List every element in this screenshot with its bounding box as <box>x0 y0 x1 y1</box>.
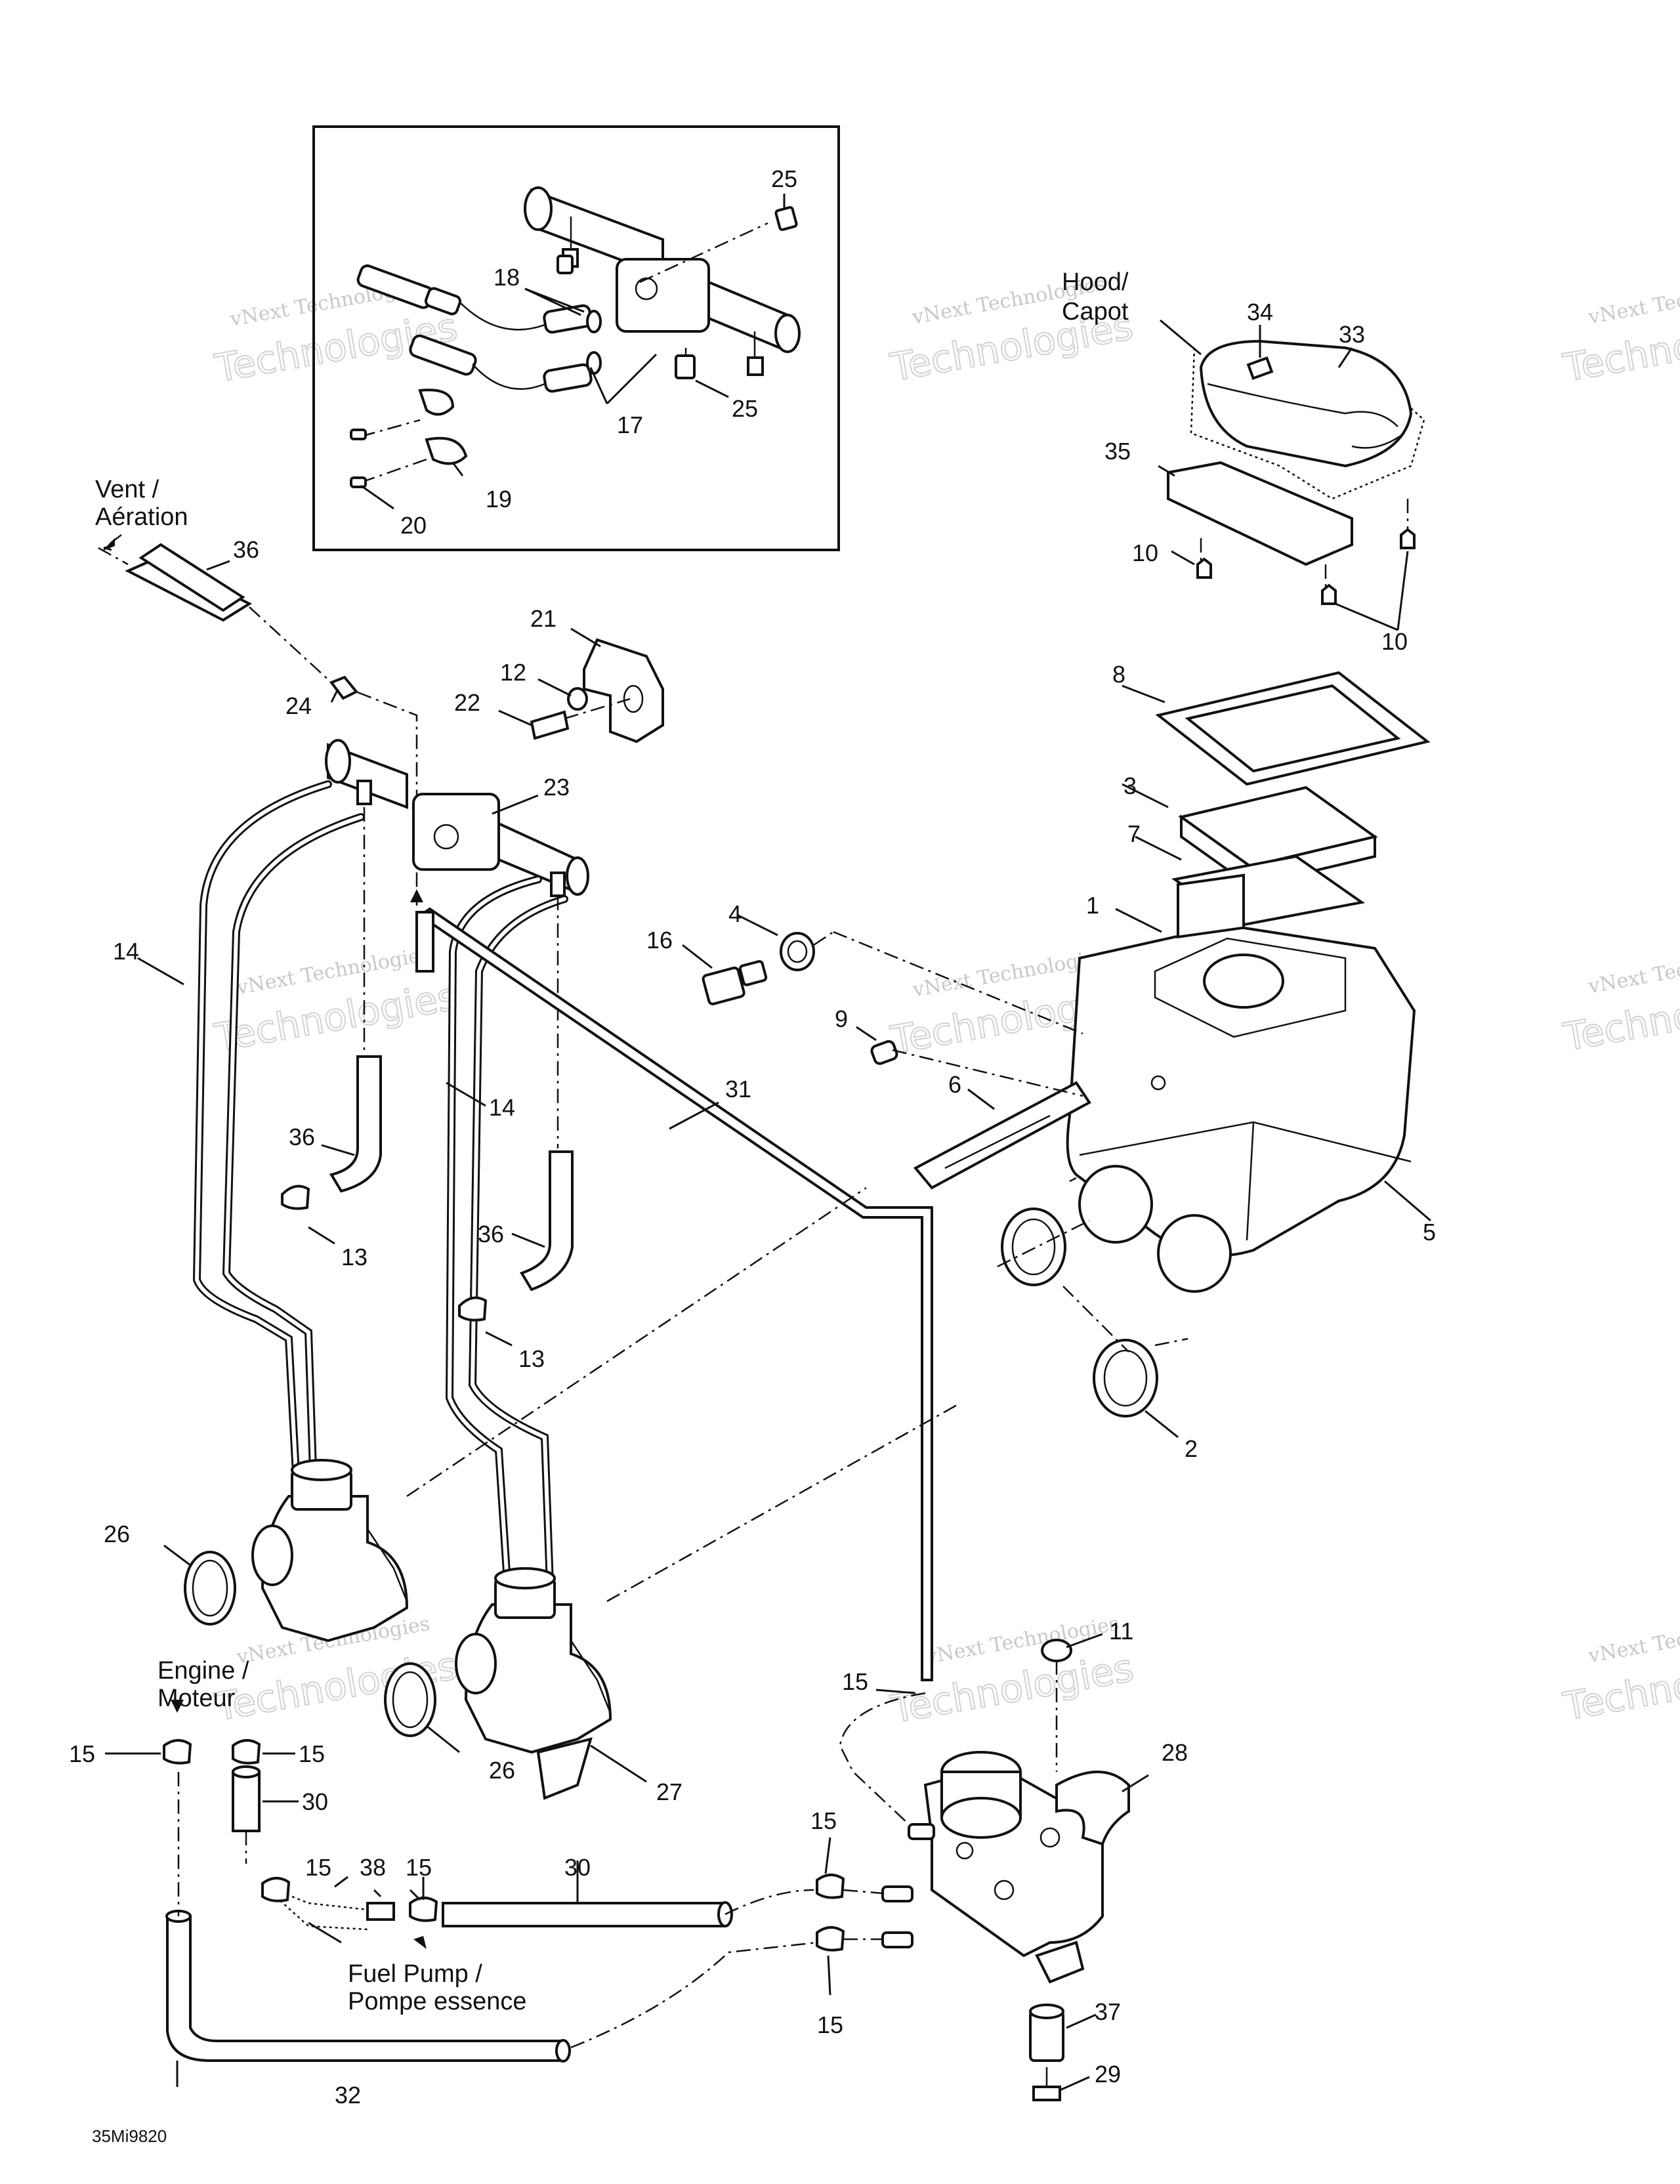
part-number: 26 <box>489 1757 515 1784</box>
part-number: 5 <box>1423 1219 1436 1246</box>
hood-assembly <box>1158 319 1425 631</box>
part-number: 34 <box>1247 299 1273 326</box>
part-number: 15 <box>810 1807 837 1834</box>
part-number: 27 <box>656 1778 682 1805</box>
inset-frame <box>312 125 840 551</box>
fuel-pump-arrow <box>413 1936 427 1949</box>
leader-lines <box>104 547 1431 2091</box>
engine-arrow <box>171 1700 184 1713</box>
part-number: 15 <box>842 1668 868 1695</box>
watermark: vNext Technologies <box>1586 272 1680 329</box>
part-number: 29 <box>1095 2061 1121 2088</box>
vent-label: Aération <box>95 503 188 531</box>
part-number: 37 <box>1095 1998 1121 2025</box>
part-number: 36 <box>478 1221 504 1248</box>
hood-label: Capot <box>1062 298 1129 326</box>
part-number: 9 <box>835 1005 848 1032</box>
part-number: 14 <box>489 1094 515 1121</box>
part-number: 15 <box>406 1854 432 1881</box>
part-number: 8 <box>1112 661 1125 688</box>
part-number: 19 <box>486 486 512 513</box>
fuel-pump-label: Fuel Pump / <box>348 1960 482 1988</box>
part-number: 7 <box>1127 820 1141 847</box>
part-number: 32 <box>335 2082 361 2109</box>
part-number: 4 <box>728 900 742 927</box>
fuel-pump-label: Pompe essence <box>348 1988 527 2015</box>
part-number: 6 <box>948 1071 961 1098</box>
carburetors <box>184 1186 959 1800</box>
hood-label: Hood/ <box>1062 268 1129 296</box>
lower-hoses <box>105 1739 883 2063</box>
part-number: 16 <box>646 927 673 954</box>
part-number: 10 <box>1132 539 1158 566</box>
fuel-hoses <box>192 780 568 1658</box>
part-number: 28 <box>1162 1739 1188 1766</box>
part-number: 26 <box>104 1521 130 1547</box>
part-number: 17 <box>617 411 643 438</box>
couplers <box>997 1177 1188 1418</box>
part-number: 13 <box>518 1345 545 1372</box>
part-number: 10 <box>1381 628 1408 655</box>
air-silencer <box>1066 671 1431 1293</box>
part-number: 25 <box>771 165 797 192</box>
drawing-code: 35Mi9820 <box>92 2126 167 2146</box>
inset-fuel-rail <box>524 186 801 376</box>
inset-injectors <box>350 206 798 488</box>
part-number: 21 <box>530 605 556 632</box>
sensor-parts <box>702 931 1091 1190</box>
fuel-rail-main <box>98 547 664 906</box>
vent-hoses <box>101 534 574 1322</box>
part-number: 20 <box>400 512 427 539</box>
part-number: 11 <box>1109 1618 1133 1645</box>
part-number: 15 <box>817 2011 843 2038</box>
part-number: 18 <box>494 264 520 291</box>
vent-arrow <box>102 538 115 551</box>
part-number: 15 <box>299 1740 325 1767</box>
fuel-pump <box>839 1639 1130 2101</box>
part-number: 38 <box>360 1854 386 1881</box>
engine-label: Engine / <box>158 1657 249 1685</box>
part-number: 31 <box>725 1076 751 1102</box>
part-number: 33 <box>1339 321 1365 348</box>
part-number: 12 <box>500 659 526 686</box>
inset-detail <box>312 125 840 551</box>
part-number: 25 <box>732 395 758 422</box>
part-number: 3 <box>1124 772 1137 799</box>
part-callouts: 25 18 25 17 19 20 34 33 35 10 10 36 21 1… <box>69 165 1436 2109</box>
watermark: vNext Technologies <box>1586 1611 1680 1668</box>
part-number: 23 <box>543 774 570 801</box>
vent-label: Vent / <box>95 476 159 503</box>
part-number: 36 <box>289 1124 315 1150</box>
part-number: 24 <box>285 692 312 719</box>
part-number: 15 <box>305 1854 331 1881</box>
part-number: 36 <box>233 536 259 563</box>
part-number: 30 <box>302 1788 328 1815</box>
part-number: 14 <box>113 938 139 965</box>
watermark: vNext Technologies <box>1586 942 1680 998</box>
part-number: 22 <box>454 689 480 716</box>
part-number: 13 <box>341 1244 368 1270</box>
text-labels: Hood/ Capot Vent / Aération Engine / Mot… <box>92 268 1129 2146</box>
part-number: 30 <box>564 1854 591 1881</box>
hose-31 <box>415 907 933 1681</box>
engine-label: Moteur <box>158 1685 236 1712</box>
part-number: 2 <box>1185 1435 1198 1462</box>
part-number: 15 <box>69 1740 95 1767</box>
part-number: 1 <box>1086 892 1099 919</box>
rail-arrow <box>410 889 423 902</box>
watermarks: vNext Technologies Technologies vNext Te… <box>211 272 1680 1732</box>
arrows <box>102 538 427 1949</box>
part-number: 35 <box>1104 438 1131 465</box>
